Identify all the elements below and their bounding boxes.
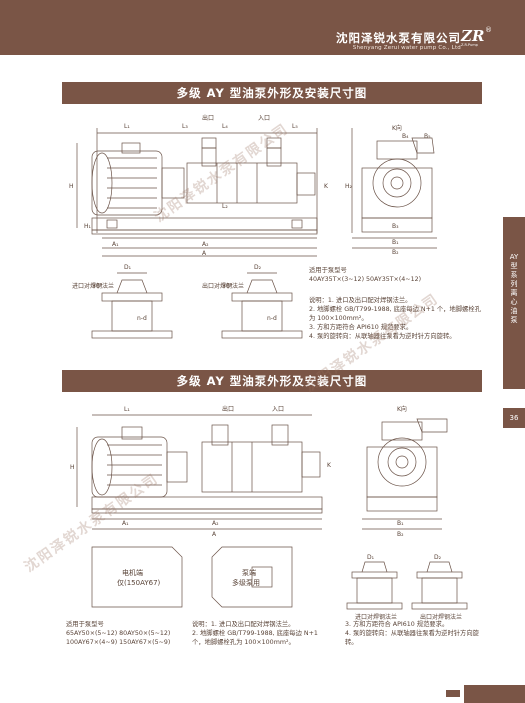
dim-a2: A₂ (202, 241, 209, 248)
company-logo: ZR Z.R.Pump (461, 27, 485, 47)
dim-l5: L₅ (292, 123, 298, 130)
note-1-3: 3. 方和方距符合 API610 规范要求。 (309, 324, 413, 331)
note-1-1: 说明：1. 进口及出口配对焊钢法兰。 (309, 297, 412, 304)
notes-2-right: 3. 方和方距符合 API610 规范要求。 4. 泵的旋转向：从联轴器往泵看为… (345, 620, 485, 647)
section-title-2: 多级 AY 型油泵外形及安装尺寸图 (62, 370, 482, 392)
dim-d2: D₂ (254, 264, 262, 271)
dim-b1: B₁ (392, 239, 399, 246)
applicable-models-1: 适用于泵型号 40AY35T×(3~12) 50AY35T×(4~12) (309, 266, 421, 284)
registered-mark: ® (485, 26, 492, 34)
dim-angle-2: 30° (222, 283, 233, 290)
dim-h2: H₂ (345, 183, 353, 190)
note-1-4: 4. 泵的旋转向：从联轴器往泵看为逆时针方向旋转。 (309, 333, 456, 340)
footer-block (464, 685, 525, 703)
pump-end-label: 泵端 (242, 568, 256, 577)
note-2-4: 4. 泵的旋转向：从联轴器往泵看为逆时针方向旋转。 (345, 630, 479, 646)
dim2-k-direction: K向 (397, 405, 407, 413)
motor-end-label: 电机端 (122, 568, 143, 577)
side-tab: AY型系列离心油泵 (503, 217, 525, 389)
logo-subtext: Z.R.Pump (461, 43, 478, 47)
page-number: 36 (503, 408, 525, 428)
dim-b3: B₃ (392, 223, 399, 230)
dim-nd-2: n-d (267, 315, 277, 322)
dim2-a: A (212, 531, 217, 538)
pump-end-note: 多级泵用 (232, 578, 260, 587)
flange-outlet-label-1: 出口对焊钢法兰 (202, 282, 244, 290)
dim2-k: K (327, 462, 332, 469)
dim-h1: H₁ (84, 223, 92, 230)
inlet-label: 入口 (258, 115, 270, 122)
dim-b4: B₄ (402, 133, 409, 140)
section-title-1: 多级 AY 型油泵外形及安装尺寸图 (62, 82, 482, 104)
dim2-inlet: 入口 (272, 406, 284, 413)
dim2-a2: A₂ (212, 520, 219, 527)
dim-b5: B₅ (424, 133, 431, 140)
note-1-2: 2. 地脚螺栓 GB/T799-1988, 底座每边 N+1 个，地脚螺栓孔为 … (309, 306, 481, 322)
flange-inlet-label-2: 进口对焊钢法兰 (355, 613, 397, 621)
dim-angle-1: 30° (92, 283, 103, 290)
dim-b2: B₂ (392, 249, 399, 256)
motor-end-note: 仅(150AY67) (117, 578, 161, 587)
dim2-d1: D₁ (367, 554, 375, 561)
note-2-3: 3. 方和方距符合 API610 规范要求。 (345, 621, 449, 628)
logo-text: ZR (461, 27, 485, 45)
dim-h: H (69, 183, 74, 190)
note-2-1: 说明：1. 进口及出口配对焊钢法兰。 (192, 621, 295, 628)
dim2-h: H (70, 464, 75, 471)
drawing-2: L₁ 入口 出口 H K向 K A₁ A₂ A B₁ B₂ 电机端 仅(150A… (70, 405, 468, 621)
baseplate (91, 217, 318, 231)
flange-outlet-label-2: 出口对焊钢法兰 (420, 613, 462, 621)
dim-nd-1: n-d (137, 315, 147, 322)
dim-a1: A₁ (112, 241, 119, 248)
header-band: 沈阳泽锐水泵有限公司 Shenyang Zerui water pump Co.… (0, 0, 525, 55)
company-name-cn: 沈阳泽锐水泵有限公司 (336, 31, 461, 45)
notes-1: 说明：1. 进口及出口配对焊钢法兰。 2. 地脚螺栓 GB/T799-1988,… (309, 296, 484, 341)
outlet-label: 出口 (202, 114, 214, 122)
dim2-b2: B₂ (397, 531, 404, 538)
dim2-b1: B₁ (397, 520, 404, 527)
dim-a: A (202, 250, 207, 257)
dim-d1: D₁ (124, 264, 132, 271)
dim2-d2: D₂ (434, 554, 442, 561)
dim-l2: L₂ (222, 203, 228, 210)
dim-l3: L₃ (182, 123, 188, 130)
drawing-1: L₁ L₃ L₄ L₅ L₂ 入口 出口 K K向 H H₁ A₁ A₂ A B… (69, 114, 437, 339)
note-2-2: 2. 地脚螺栓 GB/T799-1988, 底座每边 N+1 个，地脚螺栓孔为 … (192, 630, 318, 646)
flange-inlet-label-1: 进口对焊钢法兰 (72, 282, 114, 290)
notes-2-left: 说明：1. 进口及出口配对焊钢法兰。 2. 地脚螺栓 GB/T799-1988,… (192, 620, 330, 647)
applicable-models-2b: 100AY67×(4~9) 150AY67×(5~9) (66, 639, 171, 646)
applicable-models-2: 适用于泵型号 65AY50×(5~12) 80AY50×(5~12) 100AY… (66, 620, 170, 647)
k-direction-label: K向 (392, 124, 402, 132)
k-label: K (324, 183, 329, 190)
company-name-en: Shenyang Zerui water pump Co., Ltd (352, 45, 461, 51)
dim2-outlet: 出口 (222, 405, 234, 413)
dim-l4: L₄ (222, 123, 228, 130)
applicable-models-text-1: 40AY35T×(3~12) 50AY35T×(4~12) (309, 276, 422, 283)
applicable-label-2: 适用于泵型号 (66, 621, 104, 628)
footer-block-small (446, 690, 460, 697)
dim-l1: L₁ (124, 123, 130, 130)
motor-body (91, 150, 163, 216)
dim2-l1: L₁ (124, 406, 130, 413)
side-tab-text: AY型系列离心油泵 (509, 253, 519, 324)
dim2-a1: A₁ (122, 520, 129, 527)
applicable-models-2a: 65AY50×(5~12) 80AY50×(5~12) (66, 630, 171, 637)
applicable-label-1: 适用于泵型号 (309, 267, 347, 274)
